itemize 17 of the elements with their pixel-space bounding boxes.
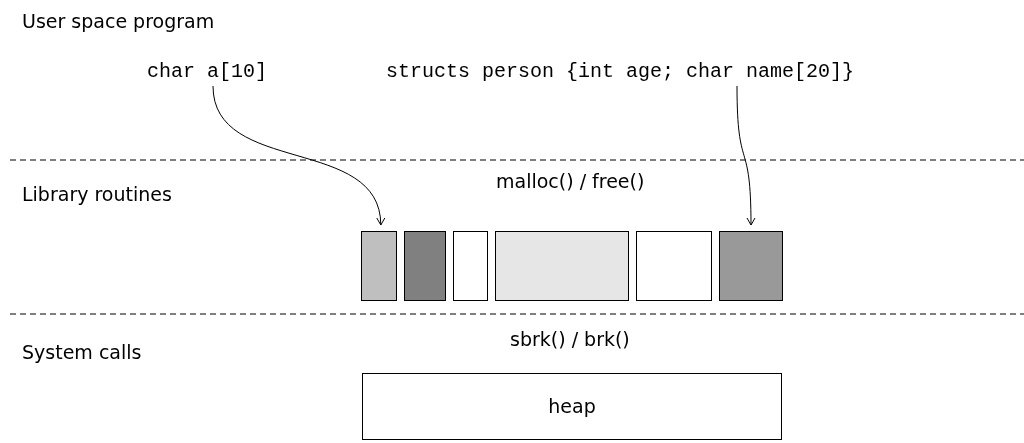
memory-block bbox=[361, 231, 397, 301]
layer-label: Library routines bbox=[22, 183, 172, 206]
memory-block bbox=[719, 231, 783, 301]
heap-box bbox=[362, 373, 782, 440]
memory-block bbox=[453, 231, 488, 301]
curved-arrow bbox=[212, 85, 385, 226]
memory-block bbox=[636, 231, 712, 301]
layer-label: System calls bbox=[22, 341, 142, 364]
code-text: char a[10] bbox=[147, 60, 268, 84]
curved-arrow bbox=[736, 85, 756, 226]
code-text: structs person {int age; char name[20]} bbox=[386, 60, 855, 84]
function-label: malloc() / free() bbox=[496, 170, 645, 193]
layer-label: User space program bbox=[22, 10, 215, 33]
heap-label: heap bbox=[548, 395, 596, 418]
function-label: sbrk() / brk() bbox=[510, 328, 630, 351]
memory-block bbox=[495, 231, 629, 301]
memory-block bbox=[404, 231, 446, 301]
